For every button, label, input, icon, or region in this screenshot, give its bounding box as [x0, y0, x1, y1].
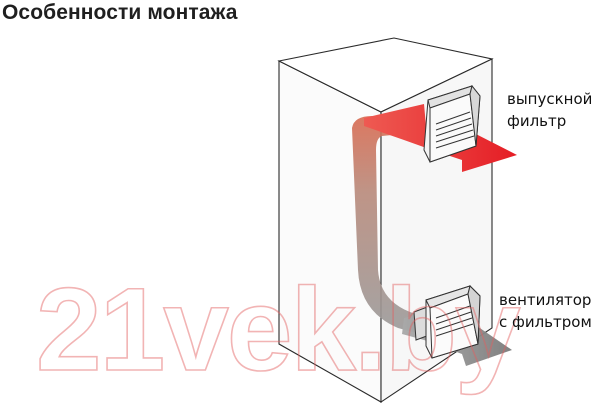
exhaust-filter-label-line2: фильтр	[507, 112, 567, 130]
exhaust-filter-label: выпускной фильтр	[507, 88, 592, 132]
fan-with-filter-icon	[413, 285, 481, 359]
fan-with-filter-label-line2: с фильтром	[499, 313, 592, 331]
exhaust-filter-icon	[423, 84, 481, 163]
exhaust-filter-label-line1: выпускной	[507, 90, 593, 108]
fan-with-filter-label: вентилятор с фильтром	[499, 289, 592, 333]
page-title: Особенности монтажа	[2, 1, 238, 24]
fan-with-filter-label-line1: вентилятор	[499, 291, 592, 309]
internal-airflow	[352, 116, 428, 334]
